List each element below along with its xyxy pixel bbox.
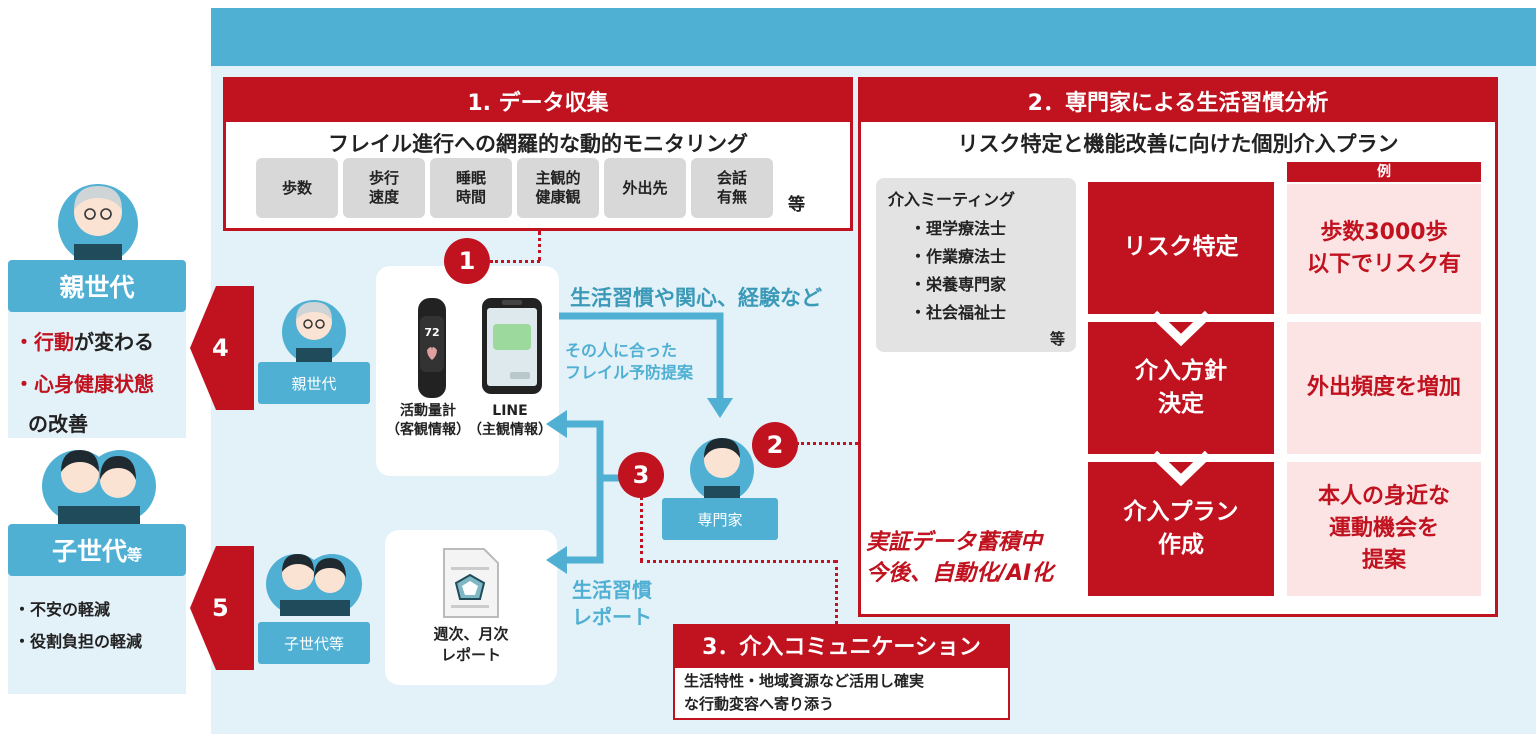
habits-arrow <box>559 312 724 400</box>
bullet: ・ <box>14 330 34 354</box>
step-number-3: 3 <box>618 452 664 498</box>
parent-effect-line-1: ・行動が変わる <box>14 326 154 355</box>
child-title-sub: 等 <box>127 545 143 564</box>
top-banner <box>211 8 1536 66</box>
connector-1 <box>538 231 541 261</box>
meeting-member: ・作業療法士 <box>910 247 1007 266</box>
meeting-member: ・社会福祉士 <box>910 303 1007 322</box>
parent-effects-card <box>8 310 186 438</box>
bullet: ・ <box>14 372 34 396</box>
step-risk-identification: リスク特定 <box>1088 182 1274 314</box>
meeting-title: 介入ミーティング <box>888 190 1016 209</box>
parent-title: 親世代 <box>8 260 186 312</box>
child-label-small: 子世代等 <box>258 622 370 664</box>
child-title: 子世代等 <box>8 524 186 576</box>
communication-box <box>673 666 1010 720</box>
meeting-etc: 等 <box>1050 330 1066 348</box>
parent-label-small: 親世代 <box>258 362 370 404</box>
activity-tracker-icon <box>418 298 446 398</box>
child-effect-line: ・不安の軽減 <box>14 600 111 619</box>
tracker-value: 72 <box>424 326 440 339</box>
meeting-member: ・栄養専門家 <box>910 275 1007 294</box>
metric-chip: 歩行 速度 <box>343 158 425 218</box>
communication-text: 生活特性・地域資源など活用し確実 な行動変容へ寄り添う <box>684 672 925 713</box>
example-label: 例 <box>1287 162 1481 182</box>
parent-effect-highlight: 心身健康状態 <box>34 372 154 396</box>
metric-chip: 歩数 <box>256 158 338 218</box>
future-note: 実証データ蓄積中 今後、自動化/AI化 <box>866 530 1054 586</box>
parent-avatar-small <box>282 300 346 364</box>
chevron-down-icon <box>1150 310 1212 347</box>
data-collection-title: 1. データ収集 <box>226 80 850 122</box>
connector-2 <box>796 442 858 445</box>
communication-title: 3．介入コミュニケーション <box>673 624 1010 666</box>
metric-chip: 外出先 <box>604 158 686 218</box>
metrics-etc: 等 <box>788 195 805 215</box>
tracker-label: 活動量計 （客観情報） <box>386 403 470 438</box>
parent-effect-text: が変わる <box>74 330 154 354</box>
report-flow-label: 生活習慣 レポート <box>572 578 652 629</box>
expert-analysis-subtitle: リスク特定と機能改善に向けた個別介入プラン <box>957 132 1399 156</box>
arrow-left-icon <box>546 410 567 438</box>
children-avatar-large <box>42 450 156 526</box>
child-effects-card <box>8 574 186 694</box>
proposal-arrow <box>565 420 604 478</box>
line-label: LINE （主観情報） <box>468 403 552 438</box>
parent-effect-line-2: ・心身健康状態 <box>14 368 154 397</box>
expert-label: 専門家 <box>662 498 778 540</box>
parent-effect-line-3: の改善 <box>28 412 88 436</box>
step-number-4: 4 <box>212 334 229 362</box>
child-title-main: 子世代 <box>51 537 127 566</box>
effect-pointer-4 <box>190 286 254 410</box>
children-avatar-small <box>266 554 362 616</box>
report-label: 週次、月次 レポート <box>433 625 509 664</box>
arrow-left-icon <box>546 546 567 574</box>
meeting-box <box>876 178 1076 352</box>
expert-analysis-title: 2．専門家による生活習慣分析 <box>861 80 1495 122</box>
arrow-down-icon <box>707 398 733 418</box>
example-policy: 外出頻度を増加 <box>1287 322 1481 454</box>
parent-effect-highlight: 行動 <box>34 330 74 354</box>
expert-avatar <box>690 438 754 502</box>
metric-chip: 睡眠 時間 <box>430 158 512 218</box>
metric-chip: 主観的 健康観 <box>517 158 599 218</box>
step-number-1: 1 <box>444 238 490 284</box>
step-number-2: 2 <box>752 422 798 468</box>
report-document-icon <box>443 548 499 618</box>
parent-avatar-large <box>58 184 138 264</box>
step-number-5: 5 <box>212 594 229 622</box>
metric-chip: 会話 有無 <box>691 158 773 218</box>
example-plan: 本人の身近な 運動機会を 提案 <box>1287 462 1481 596</box>
example-risk: 歩数3000歩 以下でリスク有 <box>1287 184 1481 314</box>
connector-3 <box>640 496 643 562</box>
connector-1h <box>490 260 540 263</box>
chevron-down-icon <box>1150 450 1212 487</box>
step-policy-decision: 介入方針 決定 <box>1088 322 1274 454</box>
meeting-member: ・理学療法士 <box>910 219 1007 238</box>
proposal-flow-label: その人に合った フレイル予防提案 <box>565 341 694 383</box>
effect-pointer-5 <box>190 546 254 670</box>
connector-3h <box>640 560 836 563</box>
smartphone-icon <box>482 298 542 394</box>
child-effect-line: ・役割負担の軽減 <box>14 632 143 651</box>
habits-flow-label: 生活習慣や関心、経験など <box>570 286 822 310</box>
data-collection-subtitle: フレイル進行への網羅的な動的モニタリング <box>328 132 748 156</box>
connector-3v <box>835 560 838 624</box>
step-chevrons <box>1150 310 1212 487</box>
